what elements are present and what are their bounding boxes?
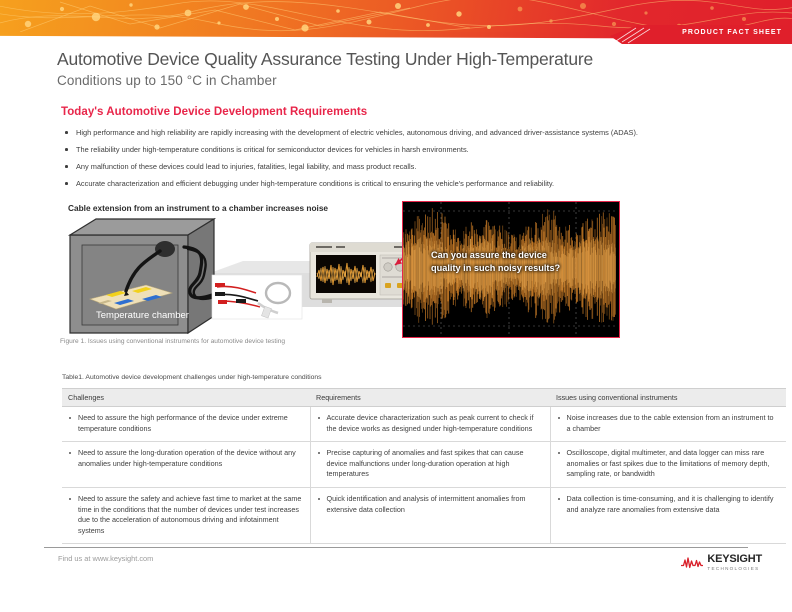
cell-requirement: Precise capturing of anomalies and fast … xyxy=(310,441,551,488)
cell-requirement: Quick identification and analysis of int… xyxy=(310,487,551,545)
chamber-label: Temperature chamber xyxy=(96,310,189,321)
cell-issue: Noise increases due to the cable extensi… xyxy=(550,406,786,443)
banner-network-pattern xyxy=(0,0,792,32)
page-title: Automotive Device Quality Assurance Test… xyxy=(57,49,594,69)
badge-angled-shape xyxy=(610,25,792,44)
figure-top-label: Cable extension from an instrument to a … xyxy=(68,203,329,213)
table-header-row: Challenges Requirements Issues using con… xyxy=(62,388,786,407)
table-row: Need to assure the safety and achieve fa… xyxy=(62,487,786,545)
cell-text: Need to assure the long-duration operati… xyxy=(68,448,302,469)
cell-text: Data collection is time-consuming, and i… xyxy=(557,494,779,515)
challenges-table: Challenges Requirements Issues using con… xyxy=(62,388,786,545)
cell-text: Need to assure the high performance of t… xyxy=(68,413,302,434)
cell-challenge: Need to assure the long-duration operati… xyxy=(62,441,311,488)
column-header-challenges: Challenges xyxy=(62,388,310,407)
cell-requirement: Accurate device characterization such as… xyxy=(310,406,551,443)
cell-text: Precise capturing of anomalies and fast … xyxy=(317,448,542,480)
list-item: Any malfunction of these devices could l… xyxy=(63,158,763,175)
cell-issue: Oscilloscope, digital multimeter, and da… xyxy=(550,441,786,488)
noisy-waveform-panel: Can you assure the device quality in suc… xyxy=(402,201,620,338)
cell-text: Noise increases due to the cable extensi… xyxy=(557,413,779,434)
keysight-wordmark: KEYSIGHT TECHNOLOGIES xyxy=(707,554,762,571)
logo-primary-text: KEYSIGHT xyxy=(707,553,762,566)
badge-label: PRODUCT FACT SHEET xyxy=(682,29,782,36)
keysight-waveform-icon xyxy=(681,557,704,569)
product-fact-sheet-badge: PRODUCT FACT SHEET xyxy=(592,25,792,44)
header-banner xyxy=(0,0,792,32)
list-item: High performance and high reliability ar… xyxy=(63,124,763,141)
cell-challenge: Need to assure the safety and achieve fa… xyxy=(62,487,311,545)
column-header-requirements: Requirements xyxy=(310,388,550,407)
noise-waveform-svg xyxy=(403,202,616,334)
footer-divider xyxy=(44,547,748,548)
list-item: The reliability under high-temperature c… xyxy=(63,141,763,158)
callout-line-1: Can you assure the device xyxy=(431,250,547,260)
page-subtitle: Conditions up to 150 °C in Chamber xyxy=(57,73,277,88)
list-item: Accurate characterization and efficient … xyxy=(63,175,763,192)
banner-angled-edge xyxy=(0,32,792,39)
requirements-bullet-list: High performance and high reliability ar… xyxy=(63,124,763,192)
callout-text: Can you assure the device quality in suc… xyxy=(431,249,601,275)
table-row: Need to assure the high performance of t… xyxy=(62,406,786,443)
table-row: Need to assure the long-duration operati… xyxy=(62,441,786,488)
cell-issue: Data collection is time-consuming, and i… xyxy=(550,487,786,545)
figure-caption: Figure 1. Issues using conventional inst… xyxy=(60,338,286,345)
section-heading: Today's Automotive Device Development Re… xyxy=(61,106,368,118)
column-header-issues: Issues using conventional instruments xyxy=(550,388,786,407)
table-caption: Table1. Automotive device development ch… xyxy=(62,374,322,381)
keysight-logo: KEYSIGHT TECHNOLOGIES xyxy=(681,552,762,574)
cell-text: Accurate device characterization such as… xyxy=(317,413,542,434)
cell-text: Need to assure the safety and achieve fa… xyxy=(68,494,302,536)
cell-text: Quick identification and analysis of int… xyxy=(317,494,542,515)
cell-text: Oscilloscope, digital multimeter, and da… xyxy=(557,448,779,480)
callout-line-2: quality in such noisy results? xyxy=(431,263,561,273)
footer-find-us[interactable]: Find us at www.keysight.com xyxy=(58,554,154,563)
logo-secondary-text: TECHNOLOGIES xyxy=(707,565,760,571)
cell-challenge: Need to assure the high performance of t… xyxy=(62,406,311,443)
